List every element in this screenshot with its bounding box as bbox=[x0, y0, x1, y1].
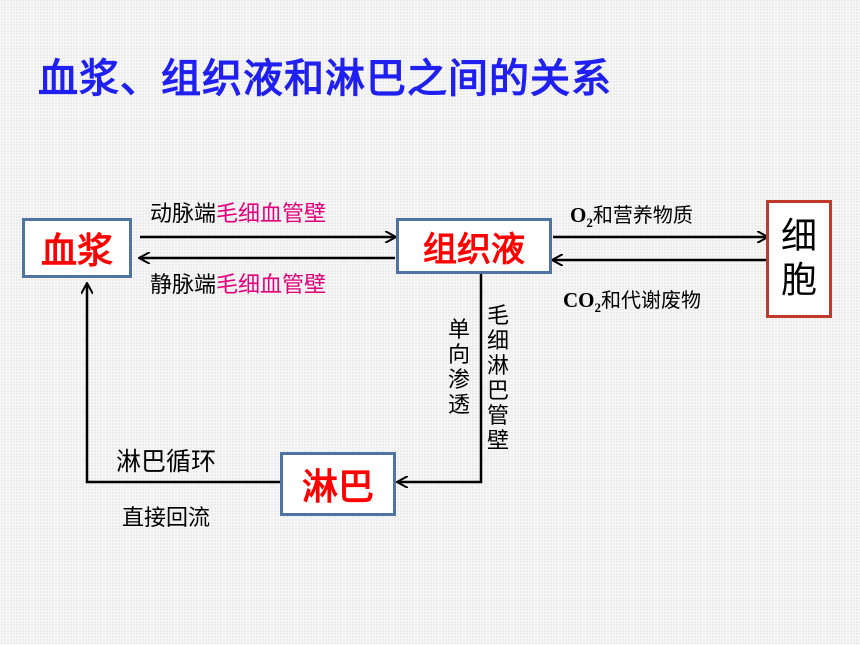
cell-label-line1: 细 bbox=[780, 216, 817, 257]
cell-label-line2: 胞 bbox=[780, 260, 817, 301]
o2-subscript: 2 bbox=[586, 215, 593, 230]
co2-rest: 和代谢废物 bbox=[601, 288, 701, 312]
plasma-label: 血浆 bbox=[40, 231, 113, 272]
lymph-capillary-wall-label: 毛细淋巴管壁 bbox=[486, 304, 509, 454]
one-way-osmosis-label: 单向渗透 bbox=[447, 318, 470, 418]
cell-node: 细 胞 bbox=[766, 200, 832, 318]
arterial-wall: 毛细血管壁 bbox=[216, 202, 327, 227]
page-title: 血浆、组织液和淋巴之间的关系 bbox=[38, 56, 612, 102]
lymph-label: 淋巴 bbox=[301, 467, 374, 508]
co2-symbol: CO bbox=[563, 288, 595, 312]
co2-waste-label: CO2和代谢废物 bbox=[563, 284, 701, 316]
arterial-end-label: 动脉端毛细血管壁 bbox=[150, 196, 326, 228]
tissue-fluid-node: 组织液 bbox=[396, 218, 552, 274]
arrow-lymph-to-plasma bbox=[87, 284, 280, 484]
o2-symbol: O bbox=[570, 203, 587, 227]
arterial-prefix: 动脉端 bbox=[150, 202, 217, 227]
lymph-circulation-label: 淋巴循环 bbox=[116, 447, 217, 476]
co2-subscript: 2 bbox=[594, 300, 602, 315]
tissue-fluid-label: 组织液 bbox=[423, 229, 525, 270]
lymph-node: 淋巴 bbox=[280, 452, 396, 516]
o2-nutrients-label: O2和营养物质 bbox=[570, 199, 693, 231]
o2-rest: 和营养物质 bbox=[592, 203, 693, 227]
venous-wall: 毛细血管壁 bbox=[216, 273, 327, 298]
direct-return-label: 直接回流 bbox=[122, 506, 211, 531]
venous-end-label: 静脉端毛细血管壁 bbox=[150, 267, 326, 299]
arrow-tissue-to-lymph bbox=[398, 272, 483, 482]
plasma-node: 血浆 bbox=[22, 218, 132, 278]
venous-prefix: 静脉端 bbox=[150, 273, 217, 298]
